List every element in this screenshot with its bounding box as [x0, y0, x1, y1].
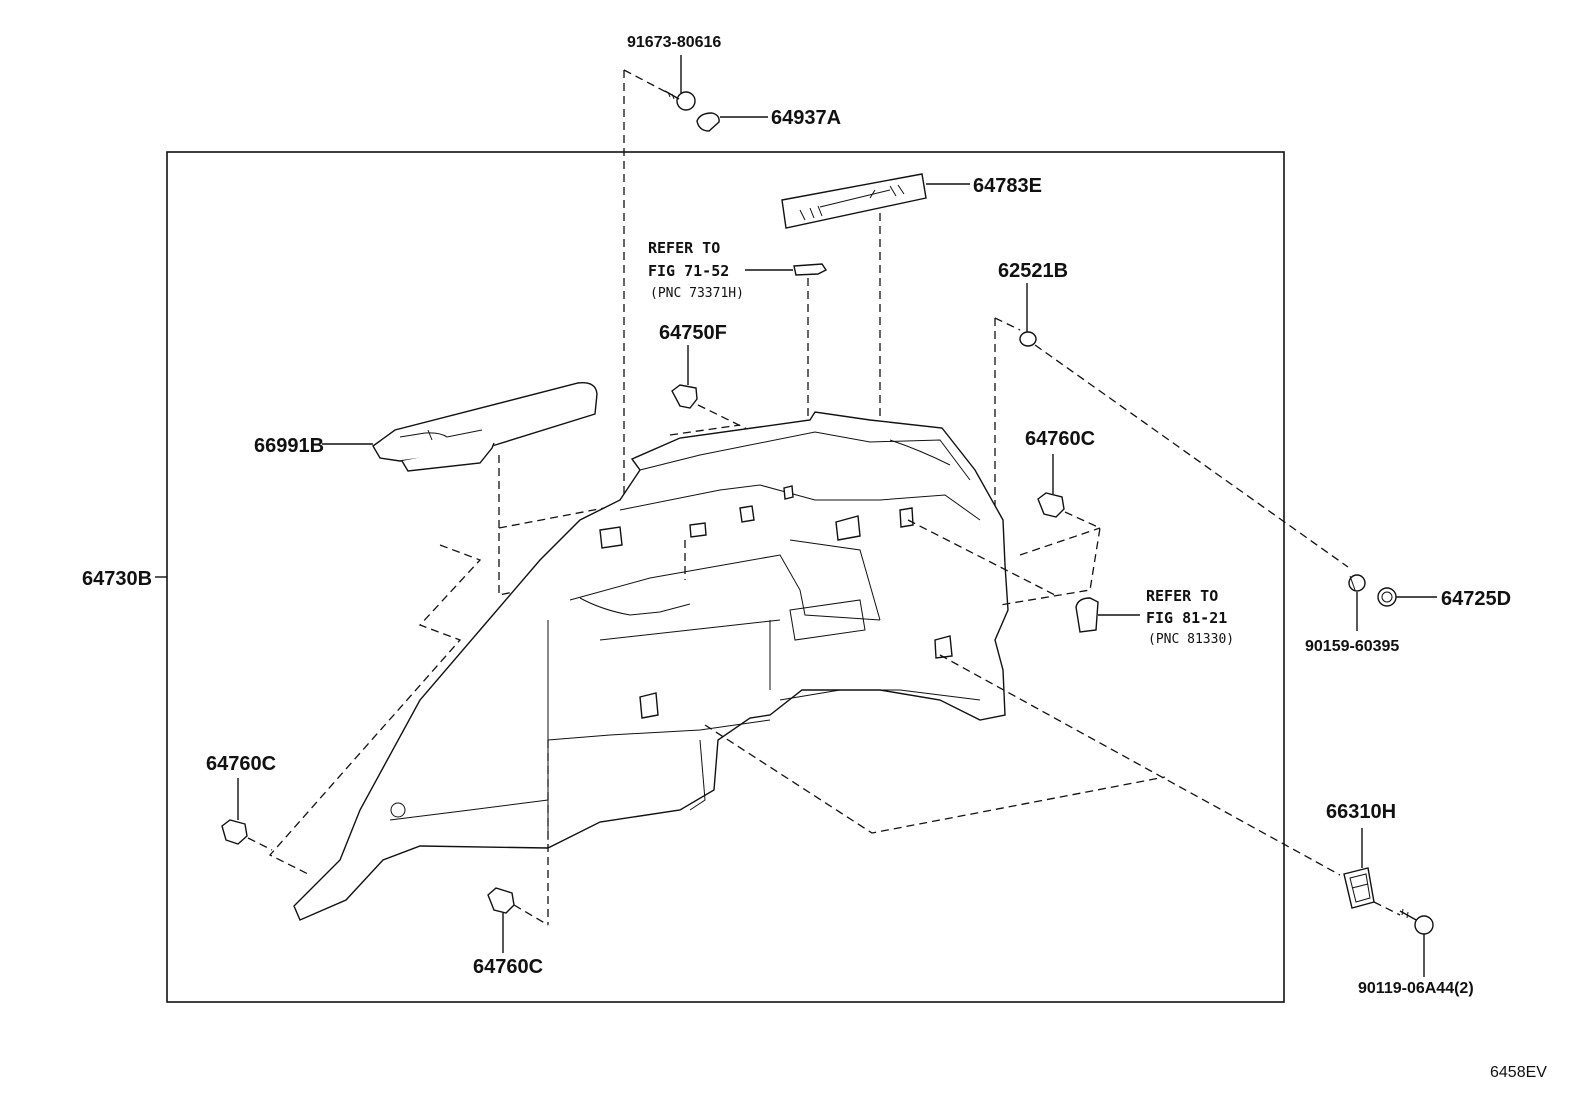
clip-64725D[interactable] — [1377, 587, 1437, 607]
clip-62521B[interactable] — [1019, 283, 1037, 347]
ref2-line2: FIG 81-21 — [1146, 609, 1227, 627]
garnish-64783E[interactable] — [781, 173, 970, 229]
label-90119-06A44: 90119-06A44(2) — [1358, 980, 1474, 997]
label-66310H: 66310H — [1326, 801, 1396, 823]
ref2-line3: (PNC 81330) — [1148, 632, 1234, 647]
bracket-66310H[interactable] — [1343, 828, 1375, 909]
ref1-line1: REFER TO — [648, 239, 720, 257]
ref1-line2: FIG 71-52 — [648, 262, 729, 280]
label-91673-80616: 91673-80616 — [627, 34, 721, 51]
cap-64937A[interactable] — [696, 112, 768, 132]
label-90159-60395: 90159-60395 — [1305, 638, 1399, 655]
label-64783E: 64783E — [973, 175, 1042, 197]
panel-66991B[interactable] — [322, 382, 598, 472]
trim-panel-64730B[interactable] — [155, 411, 1009, 921]
part-ref-81-21[interactable] — [1075, 597, 1140, 633]
label-64725D: 64725D — [1441, 588, 1511, 610]
nut-90159-60395[interactable] — [1348, 574, 1366, 631]
label-64730B: 64730B — [82, 568, 152, 590]
label-64937A: 64937A — [771, 107, 841, 129]
label-64760C-right: 64760C — [1025, 428, 1095, 450]
label-62521B: 62521B — [998, 260, 1068, 282]
bolt-90119-06A44[interactable] — [1399, 908, 1434, 977]
clip-64760C-right[interactable] — [1037, 454, 1065, 518]
clip-ref-71-52[interactable] — [745, 263, 828, 276]
label-64760C-left: 64760C — [206, 753, 276, 775]
ref1-line3: (PNC 73371H) — [650, 286, 744, 301]
clip-64760C-bottom[interactable] — [487, 887, 515, 953]
label-64760C-bottom: 64760C — [473, 956, 543, 978]
clip-64750F[interactable] — [671, 345, 698, 409]
ref2-line1: REFER TO — [1146, 587, 1218, 605]
label-64750F: 64750F — [659, 322, 727, 344]
screw-91673-80616[interactable] — [664, 55, 696, 111]
clip-64760C-left[interactable] — [221, 778, 248, 845]
label-66991B: 66991B — [254, 435, 324, 457]
figure-id: 6458EV — [1490, 1064, 1547, 1081]
